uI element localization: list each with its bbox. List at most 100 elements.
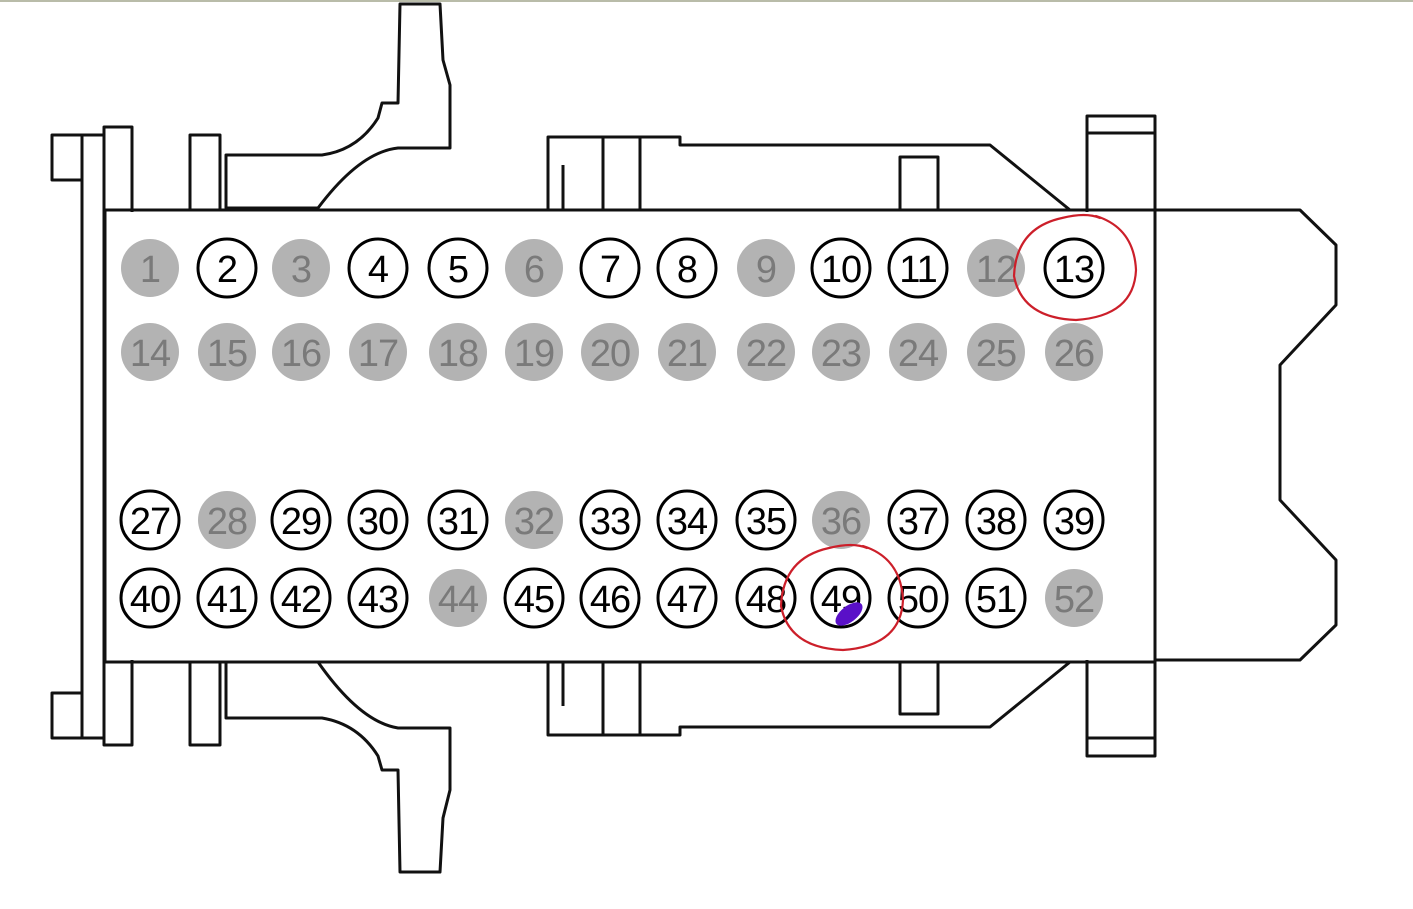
pin-number-label: 10 [821,249,861,291]
pin-number-label: 33 [590,501,630,543]
pin-socket-unused [272,323,330,381]
pin-1: 1 [121,239,179,297]
pin-24: 24 [889,323,947,381]
pin-number-label: 4 [368,249,389,291]
left-end-plate-lower [50,691,84,740]
pin-number-label: 20 [590,333,630,375]
pin-number-label: 30 [358,501,398,543]
pin-socket-unused [1045,569,1103,627]
pin-47: 47 [656,567,718,629]
top-rail [546,135,1072,212]
pin-socket-unused [737,239,795,297]
pin-45: 45 [503,567,565,629]
pin-21: 21 [658,323,716,381]
highlight-circle-pin-13 [1012,213,1138,322]
pin-22: 22 [737,323,795,381]
left-flange-post-2 [188,133,222,212]
pin-socket-used [887,489,949,551]
pin-2: 2 [196,237,258,299]
pin-number-label: 45 [514,579,554,621]
pin-number-label: 12 [976,249,1016,291]
pin-socket-used [119,567,181,629]
pin-9: 9 [737,239,795,297]
left-end-bar [80,133,106,740]
annotation-layer [779,213,1138,652]
pin-number-label: 25 [976,333,1016,375]
pin-socket-used [347,489,409,551]
pin-41: 41 [196,567,258,629]
connector-housing [50,2,1338,874]
pin-3: 3 [272,239,330,297]
pin-number-label: 17 [358,333,398,375]
pin-28: 28 [198,491,256,549]
pin-13: 13 [1043,237,1105,299]
pin-socket-unused [121,323,179,381]
connector-nose [1148,208,1338,662]
pin-socket-used [347,567,409,629]
pin-number-label: 9 [756,249,776,291]
pin-number-label: 50 [898,579,938,621]
pin-socket-unused [198,323,256,381]
pin-number-label: 19 [514,333,554,375]
pin-socket-unused [505,491,563,549]
pin-socket-used [810,237,872,299]
pin-number-label: 40 [130,579,170,621]
pin-socket-used [735,567,797,629]
pin-socket-unused [429,323,487,381]
pin-17: 17 [349,323,407,381]
pin-43: 43 [347,567,409,629]
pin-socket-unused [967,239,1025,297]
pin-42: 42 [270,567,332,629]
highlight-circle-pin-49 [779,543,905,652]
pin-number-label: 42 [281,579,321,621]
pin-number-label: 44 [438,579,479,621]
pin-number-label: 3 [291,249,311,291]
top-border [0,0,1413,2]
pin-number-label: 38 [976,501,1016,543]
pin-socket-unused [658,323,716,381]
pin-number-label: 6 [524,249,544,291]
pin-socket-used [887,567,949,629]
pin-6: 6 [505,239,563,297]
pin-8: 8 [656,237,718,299]
pin-socket-unused [349,323,407,381]
pin-30: 30 [347,489,409,551]
bottom-key-tab [898,660,940,716]
pin-socket-unused [272,239,330,297]
pin-26: 26 [1045,323,1103,381]
pin-socket-used [196,567,258,629]
lower-latch-arm [224,660,452,874]
pin-number-label: 11 [899,249,936,291]
pin-number-label: 46 [590,579,630,621]
pin-27: 27 [119,489,181,551]
pin-number-label: 13 [1054,249,1094,291]
pin-socket-used [887,237,949,299]
bottom-rail [546,660,1072,737]
pin-number-label: 2 [217,249,237,291]
pin-socket-unused [505,323,563,381]
pin-10: 10 [810,237,872,299]
pin-socket-unused [581,323,639,381]
pin-number-label: 41 [207,579,247,621]
pin-socket-used [579,237,641,299]
left-flange-post-3 [188,660,222,747]
pin-socket-used [1043,489,1105,551]
pin-number-label: 39 [1054,501,1094,543]
pin-socket-used [579,567,641,629]
pin-50: 50 [887,567,949,629]
pin-socket-unused [198,491,256,549]
pin-number-label: 32 [514,501,554,543]
pin-48: 48 [735,567,797,629]
pin-socket-used [656,567,718,629]
pin-number-label: 16 [281,333,321,375]
pin-19: 19 [505,323,563,381]
pin-socket-unused [889,323,947,381]
pin-51: 51 [965,567,1027,629]
pin-number-label: 29 [281,501,321,543]
pin-16: 16 [272,323,330,381]
pin-socket-used [965,567,1027,629]
pin-23: 23 [812,323,870,381]
pin-number-label: 18 [438,333,478,375]
pin-number-label: 1 [140,249,160,291]
